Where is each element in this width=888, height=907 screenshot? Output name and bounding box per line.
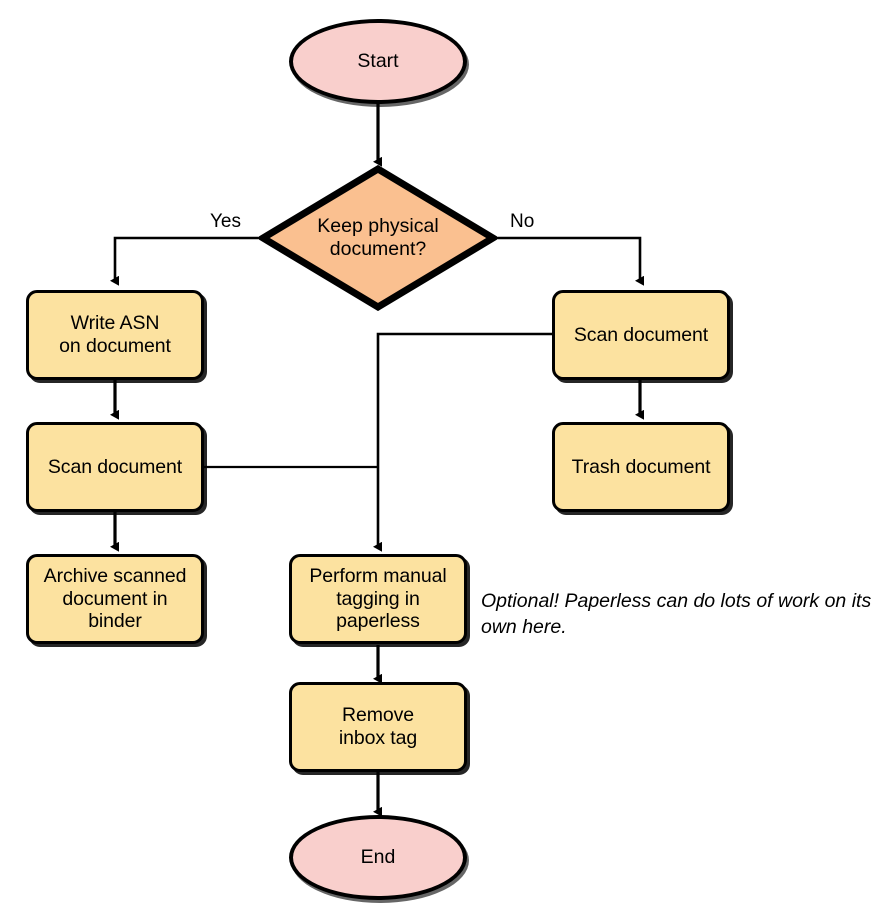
node-scan-document-left[interactable]: Scan document xyxy=(26,422,204,512)
node-write-asn-label: Write ASN on document xyxy=(59,312,171,357)
node-perform-manual-tagging[interactable]: Perform manual tagging in paperless xyxy=(289,554,467,644)
node-archive-scanned-document-label: Archive scanned document in binder xyxy=(43,565,187,633)
node-perform-manual-tagging-label: Perform manual tagging in paperless xyxy=(309,565,447,633)
node-keep-physical-document-label: Keep physical document? xyxy=(317,215,439,260)
node-trash-document[interactable]: Trash document xyxy=(552,422,730,512)
optional-note: Optional! Paperless can do lots of work … xyxy=(481,590,872,638)
node-remove-inbox-tag-label: Remove inbox tag xyxy=(338,704,418,749)
node-scan-document-left-label: Scan document xyxy=(47,455,183,478)
node-keep-physical-document[interactable]: Keep physical document? xyxy=(259,165,497,311)
edge-decision-no-to-scan-right xyxy=(491,236,644,286)
node-scan-document-right[interactable]: Scan document xyxy=(552,290,730,380)
node-remove-inbox-tag[interactable]: Remove inbox tag xyxy=(289,682,467,772)
node-end[interactable]: End xyxy=(289,815,467,900)
edge-label-yes: Yes xyxy=(210,211,241,232)
node-trash-document-label: Trash document xyxy=(571,455,711,478)
edge-label-no: No xyxy=(510,211,535,232)
node-scan-document-right-label: Scan document xyxy=(573,323,709,346)
node-write-asn[interactable]: Write ASN on document xyxy=(26,290,204,380)
node-end-label: End xyxy=(360,846,396,869)
node-start-label: Start xyxy=(357,50,399,73)
edge-scan-right-to-tagging xyxy=(373,332,552,552)
diamond-shape xyxy=(259,165,497,311)
edge-decision-yes-to-write-asn xyxy=(110,236,265,286)
node-archive-scanned-document[interactable]: Archive scanned document in binder xyxy=(26,554,204,644)
node-start[interactable]: Start xyxy=(289,19,467,104)
